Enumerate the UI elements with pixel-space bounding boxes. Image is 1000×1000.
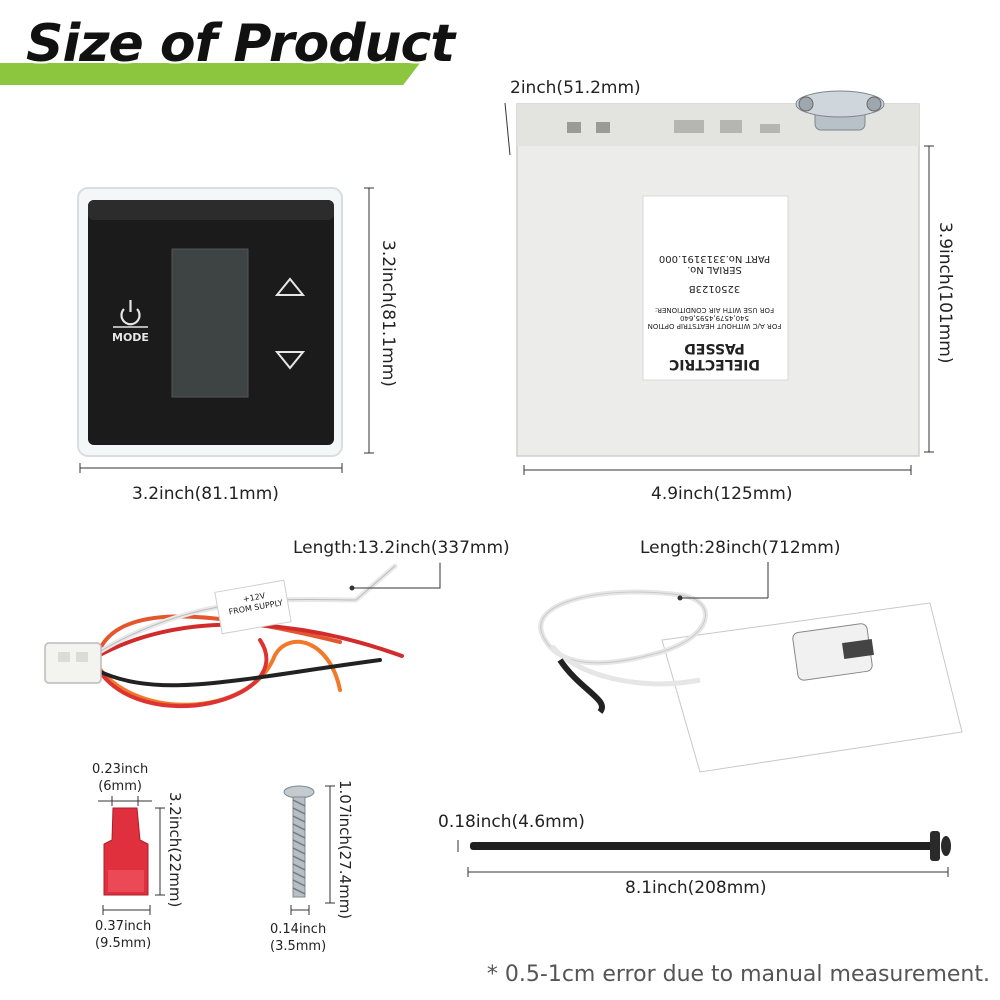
screw-bottom-label: 0.14inch (3.5mm) (270, 922, 327, 954)
sticker-line: 540,4579,4595,640 (679, 314, 750, 322)
box-depth-label: 2inch(51.2mm) (510, 78, 641, 98)
thermostat-width-label: 3.2inch(81.1mm) (132, 484, 279, 504)
box-height-label: 3.9inch(101mm) (935, 222, 955, 364)
sticker-line: FOR USE WITH AIR CONDITIONER: (654, 306, 775, 314)
wire-harness-image (44, 562, 441, 709)
connector-length-label: 3.2inch(22mm) (166, 792, 184, 908)
rod-length-label: 8.1inch(208mm) (625, 878, 767, 898)
sticker-line: PASSED (684, 340, 745, 356)
rod-diameter-label: 0.18inch(4.6mm) (438, 812, 585, 832)
sticker-line: DIELECTRIC (669, 356, 760, 372)
threaded-rod-image (457, 831, 951, 877)
sticker-line: 3250123B (688, 283, 741, 294)
sticker-line: PART No.3313191.000 (658, 253, 771, 264)
temp-up-icon[interactable] (274, 277, 306, 296)
connector-bottom-label: 0.37inch (9.5mm) (95, 919, 152, 951)
screw-image (283, 785, 335, 915)
thermostat-height-label: 3.2inch(81.1mm) (378, 240, 398, 387)
harness-length-label: Length:13.2inch(337mm) (293, 538, 510, 558)
temp-down-icon[interactable] (274, 351, 306, 370)
measurement-note: * 0.5-1cm error due to manual measuremen… (486, 962, 990, 987)
sticker-line: FOR A/C WITHOUT HEATSTRIP OPTION (647, 322, 782, 330)
connector-top-label: 0.23inch (6mm) (92, 762, 149, 794)
page-title: Size of Product (26, 14, 455, 74)
control-box-image (504, 90, 934, 475)
title-underline-bar (0, 63, 420, 85)
sensor-length-label: Length:28inch(712mm) (640, 538, 841, 558)
spade-connector-image (98, 796, 165, 915)
power-icon (113, 300, 148, 328)
dielectric-sticker: DIELECTRIC PASSED FOR A/C WITHOUT HEATST… (643, 253, 786, 376)
sticker-line: SERIAL No. (687, 264, 742, 275)
box-width-label: 4.9inch(125mm) (651, 484, 793, 504)
cable-clamp-image (795, 90, 885, 131)
mode-button[interactable]: MODE (112, 331, 149, 344)
sensor-image (538, 562, 963, 773)
thermostat-image (77, 187, 374, 473)
screw-length-label: 1.07inch(27.4mm) (336, 780, 354, 920)
